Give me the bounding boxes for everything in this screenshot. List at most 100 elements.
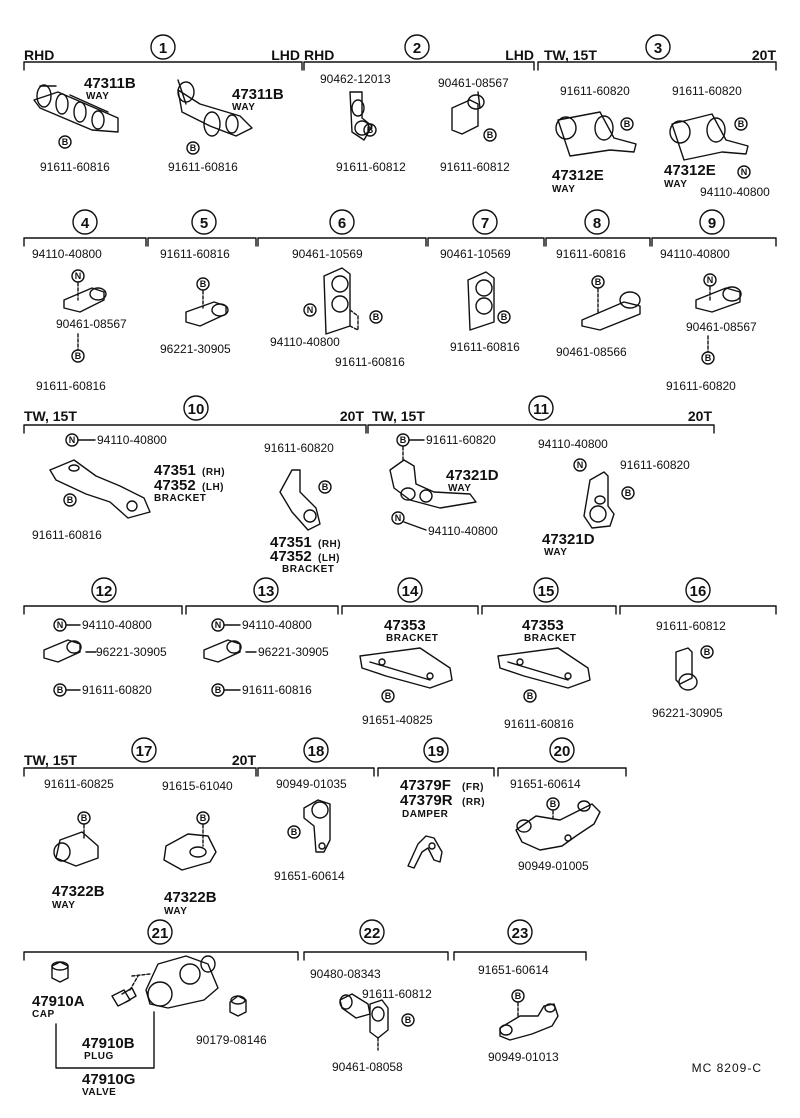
group-3-number: 3: [654, 40, 662, 57]
part-number: 91651-40825: [362, 713, 433, 727]
nut-n-letter: N: [577, 460, 584, 470]
bolt-b-letter: B: [738, 119, 745, 129]
group-14-number-circle: [397, 577, 423, 603]
group-5-number-circle: [191, 209, 217, 235]
bolt-b-circle: [369, 310, 383, 324]
group-2-right-label: LHD: [505, 47, 534, 63]
group-3: 3 TW, 15T 20T 91611-60820 B 47312E WAY 9…: [537, 34, 777, 199]
part-number-bold: 47311B: [232, 86, 284, 103]
bolt-b-circle: [186, 141, 200, 155]
part-number: 91611-60820: [672, 84, 742, 98]
group-14-number: 14: [402, 583, 419, 600]
part-number-bold: 47322B: [164, 889, 217, 906]
bolt-b-letter: B: [57, 685, 64, 695]
bolt-b-letter: B: [200, 279, 207, 289]
bolt-b-circle: [401, 1013, 415, 1027]
part-number: 96221-30905: [96, 645, 167, 659]
bracket-drawing: [49, 459, 151, 519]
bolt-b-circle: [523, 689, 537, 703]
group-10-right-label: 20T: [340, 408, 365, 424]
clamp-drawing: [203, 639, 242, 663]
nut-n-letter: N: [75, 271, 82, 281]
group-10: 10 TW, 15T 20T N 94110-40800 47351 (RH) …: [23, 395, 367, 575]
group-22-bracket: [303, 951, 449, 961]
part-number-bold: 47379F: [400, 777, 451, 794]
group-11-bracket: [367, 424, 715, 434]
group-2-number-circle: [404, 34, 430, 60]
bracket-drawing: [279, 469, 321, 531]
part-number-bold: 47312E: [664, 162, 716, 179]
group-16-number: 16: [690, 583, 707, 600]
group-20-bracket: [497, 767, 627, 777]
part-number: 91611-60825: [44, 777, 114, 791]
group-22: 22 90480-08343 91611-60812 B 90461-08058: [303, 919, 449, 1074]
bolt-b-circle: [363, 123, 377, 137]
clamp-drawing: [63, 282, 107, 313]
bolt-b-letter: B: [515, 991, 522, 1001]
bolt-b-letter: B: [550, 799, 557, 809]
group-7: 7 90461-10569 B 91611-60816: [427, 209, 545, 354]
bolt-b-circle: [546, 797, 560, 811]
group-20-number-circle: [549, 737, 575, 763]
part-number-bold: 47321D: [542, 531, 595, 548]
group-1-bracket: [23, 61, 303, 71]
group-15-bracket: [481, 605, 617, 615]
group-13-number: 13: [258, 583, 275, 600]
bolt-b-circle: [591, 275, 605, 289]
part-number: 91611-60820: [426, 433, 496, 447]
part-number: 91611-60812: [336, 160, 406, 174]
group-3-right-label: 20T: [752, 47, 777, 63]
part-sub-label: WAY: [544, 547, 567, 558]
way-clamp-drawing: [583, 471, 615, 529]
part-sub-label: WAY: [664, 179, 687, 190]
bolt-b-circle: [58, 135, 72, 149]
group-9-number: 9: [708, 215, 716, 232]
bolt-b-circle: [196, 277, 210, 291]
way-clamp-drawing: [669, 113, 749, 161]
part-number: 91651-60614: [274, 869, 345, 883]
part-sub-label: BRACKET: [524, 633, 576, 644]
nut-n-circle: [71, 269, 85, 283]
group-17-bracket: [23, 767, 257, 777]
part-number: 91651-60614: [510, 777, 581, 791]
part-sub-label: VALVE: [82, 1087, 116, 1098]
nut-n-letter: N: [57, 620, 64, 630]
group-6-number: 6: [338, 215, 346, 232]
group-3-bracket: [537, 61, 777, 71]
bolt-b-circle: [287, 825, 301, 839]
group-17-number: 17: [136, 743, 153, 760]
part-number: 91611-60816: [242, 683, 312, 697]
part-number: 91611-60820: [620, 458, 690, 472]
group-23-number-circle: [507, 919, 533, 945]
bracket-drawing: [359, 647, 453, 689]
clamp-drawing: [467, 271, 495, 331]
part-number-bold: 47353: [384, 617, 426, 634]
part-number: 90949-01013: [488, 1050, 559, 1064]
part-number: 96221-30905: [160, 342, 231, 356]
part-number: 90461-08567: [438, 76, 509, 90]
part-tag: (LH): [202, 482, 224, 493]
part-number-bold: 47311B: [84, 75, 136, 92]
bolt-b-circle: [63, 493, 77, 507]
bolt-b-circle: [734, 117, 748, 131]
nut-n-letter: N: [395, 513, 402, 523]
part-number: 91611-60816: [556, 247, 626, 261]
bolt-b-letter: B: [322, 482, 329, 492]
valve-drawing: [131, 955, 219, 1009]
part-number: 91615-61040: [162, 779, 233, 793]
part-number-bold: 47312E: [552, 167, 604, 184]
bolt-b-letter: B: [405, 1015, 412, 1025]
part-number: 91611-60816: [40, 160, 110, 174]
part-number-bold: 47379R: [400, 792, 453, 809]
bolt-b-letter: B: [595, 277, 602, 287]
clamp-drawing: [43, 639, 82, 663]
nut-n-letter: N: [307, 305, 314, 315]
group-18: 18 90949-01035 B 91651-60614: [257, 737, 375, 883]
part-number-bold: 47351: [154, 462, 196, 479]
part-number: 91611-60816: [168, 160, 238, 174]
nut-drawing: [229, 995, 247, 1017]
nut-n-letter: N: [741, 167, 748, 177]
damper-drawing: [407, 835, 443, 869]
part-number-bold: 47353: [522, 617, 564, 634]
part-tag: (RH): [318, 539, 341, 550]
